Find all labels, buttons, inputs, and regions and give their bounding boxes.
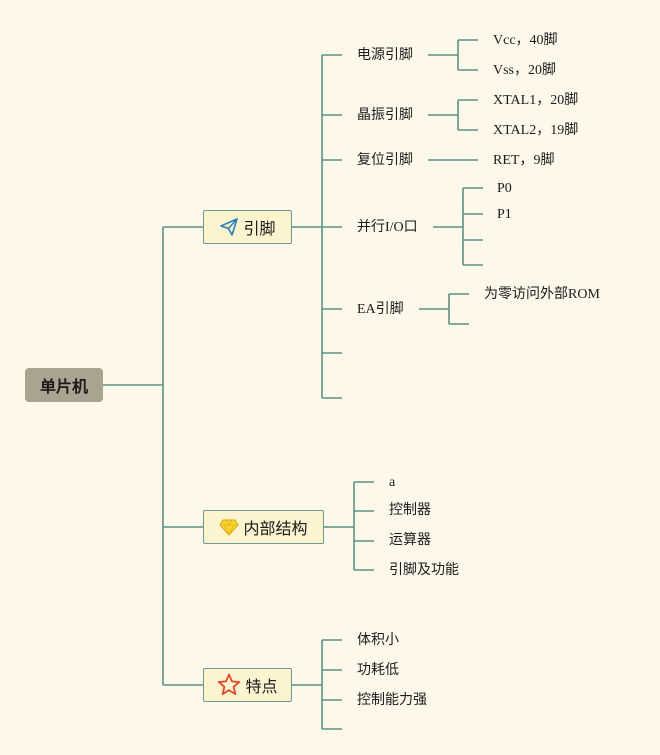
leaf-vcc[interactable]: Vcc，40脚 bbox=[493, 33, 558, 48]
paper-plane-icon bbox=[219, 217, 239, 237]
root-label: 单片机 bbox=[39, 377, 88, 396]
topic-features[interactable]: 特点 bbox=[203, 668, 292, 702]
leaf-structure-a[interactable]: a bbox=[389, 475, 396, 490]
topic-structure[interactable]: 内部结构 bbox=[203, 510, 324, 544]
topic-features-label: 特点 bbox=[245, 677, 278, 696]
leaf-strong-control[interactable]: 控制能力强 bbox=[357, 693, 427, 708]
leaf-pins-functions[interactable]: 引脚及功能 bbox=[389, 563, 459, 578]
star-icon bbox=[217, 673, 241, 697]
subtopic-power-pins[interactable]: 电源引脚 bbox=[357, 48, 413, 63]
leaf-ret[interactable]: RET，9脚 bbox=[493, 153, 555, 168]
topic-structure-label: 内部结构 bbox=[243, 519, 308, 538]
subtopic-reset-pin[interactable]: 复位引脚 bbox=[357, 153, 413, 168]
leaf-low-power[interactable]: 功耗低 bbox=[357, 663, 399, 678]
subtopic-parallel-io[interactable]: 并行I/O口 bbox=[357, 220, 418, 235]
leaf-ea-zero[interactable]: 为零访问外部ROM bbox=[484, 287, 600, 302]
leaf-alu[interactable]: 运算器 bbox=[389, 533, 431, 548]
leaf-p0[interactable]: P0 bbox=[497, 181, 512, 196]
leaf-xtal1[interactable]: XTAL1，20脚 bbox=[493, 93, 579, 108]
topic-pins[interactable]: 引脚 bbox=[203, 210, 292, 244]
leaf-xtal2[interactable]: XTAL2，19脚 bbox=[493, 123, 579, 138]
diamond-icon bbox=[219, 517, 240, 537]
leaf-small-size[interactable]: 体积小 bbox=[357, 633, 399, 648]
subtopic-ea-pin[interactable]: EA引脚 bbox=[357, 302, 404, 317]
root-node[interactable]: 单片机 bbox=[25, 368, 103, 402]
subtopic-crystal-pins[interactable]: 晶振引脚 bbox=[357, 108, 413, 123]
leaf-vss[interactable]: Vss，20脚 bbox=[493, 63, 557, 78]
leaf-controller[interactable]: 控制器 bbox=[389, 503, 431, 518]
topic-pins-label: 引脚 bbox=[243, 219, 276, 238]
leaf-p1[interactable]: P1 bbox=[497, 207, 512, 222]
